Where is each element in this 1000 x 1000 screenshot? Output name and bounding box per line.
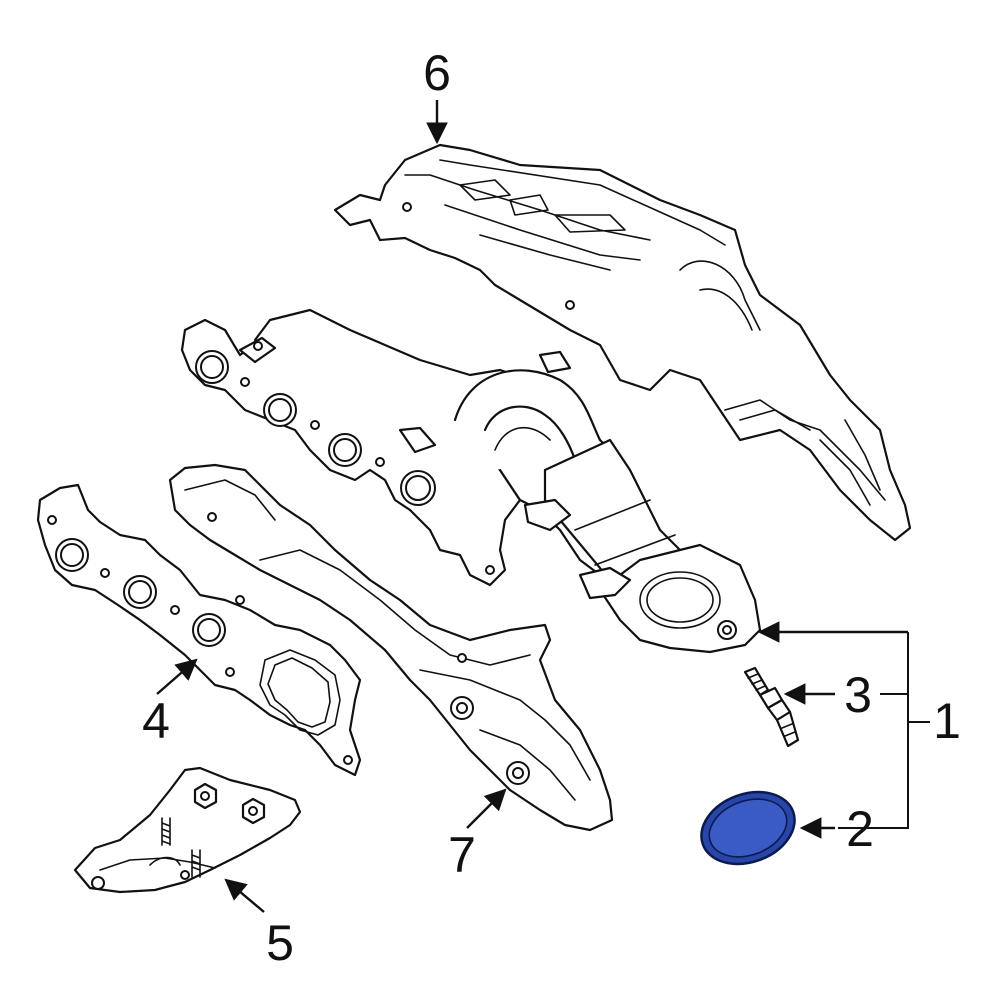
outlet-gasket-highlighted[interactable] <box>691 780 804 877</box>
exhaust-manifold-assembly[interactable] <box>180 308 762 654</box>
manifold-stud[interactable] <box>743 666 800 748</box>
upper-heat-shield[interactable] <box>333 143 912 542</box>
callout-5: 5 <box>266 915 294 971</box>
callout-leaders <box>156 100 930 913</box>
callout-7: 7 <box>448 827 476 883</box>
mounting-bracket[interactable] <box>73 766 302 894</box>
callout-6: 6 <box>423 45 451 101</box>
callout-1: 1 <box>933 693 961 749</box>
callout-4: 4 <box>142 693 170 749</box>
callout-3: 3 <box>844 667 872 723</box>
callout-2: 2 <box>846 801 874 857</box>
manifold-gasket[interactable] <box>36 483 362 777</box>
lower-heat-shield[interactable] <box>168 463 614 832</box>
